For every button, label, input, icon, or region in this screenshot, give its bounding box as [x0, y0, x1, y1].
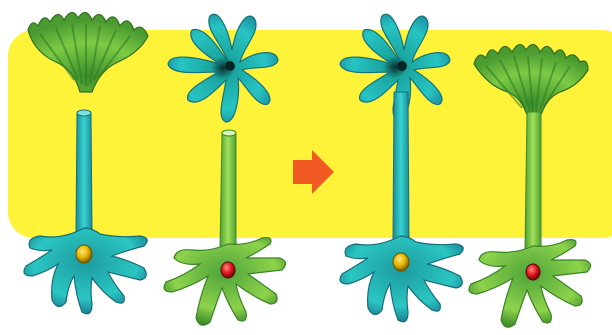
teal-stalk [76, 113, 92, 232]
nucleus-yellow [393, 253, 409, 271]
nucleus-red [221, 262, 235, 278]
nucleus-red [526, 264, 540, 280]
teal-rhizoid [24, 228, 147, 314]
stalk-cut-end [222, 130, 236, 136]
green-rhizoid [469, 240, 591, 328]
green-stalk [220, 133, 236, 248]
teal-stalk [393, 92, 409, 240]
green-rhizoid [164, 238, 286, 326]
stalk-cut-end [77, 110, 91, 116]
green-stalk [525, 112, 541, 250]
nucleus-yellow [76, 245, 92, 263]
teal-rhizoid [340, 236, 463, 322]
